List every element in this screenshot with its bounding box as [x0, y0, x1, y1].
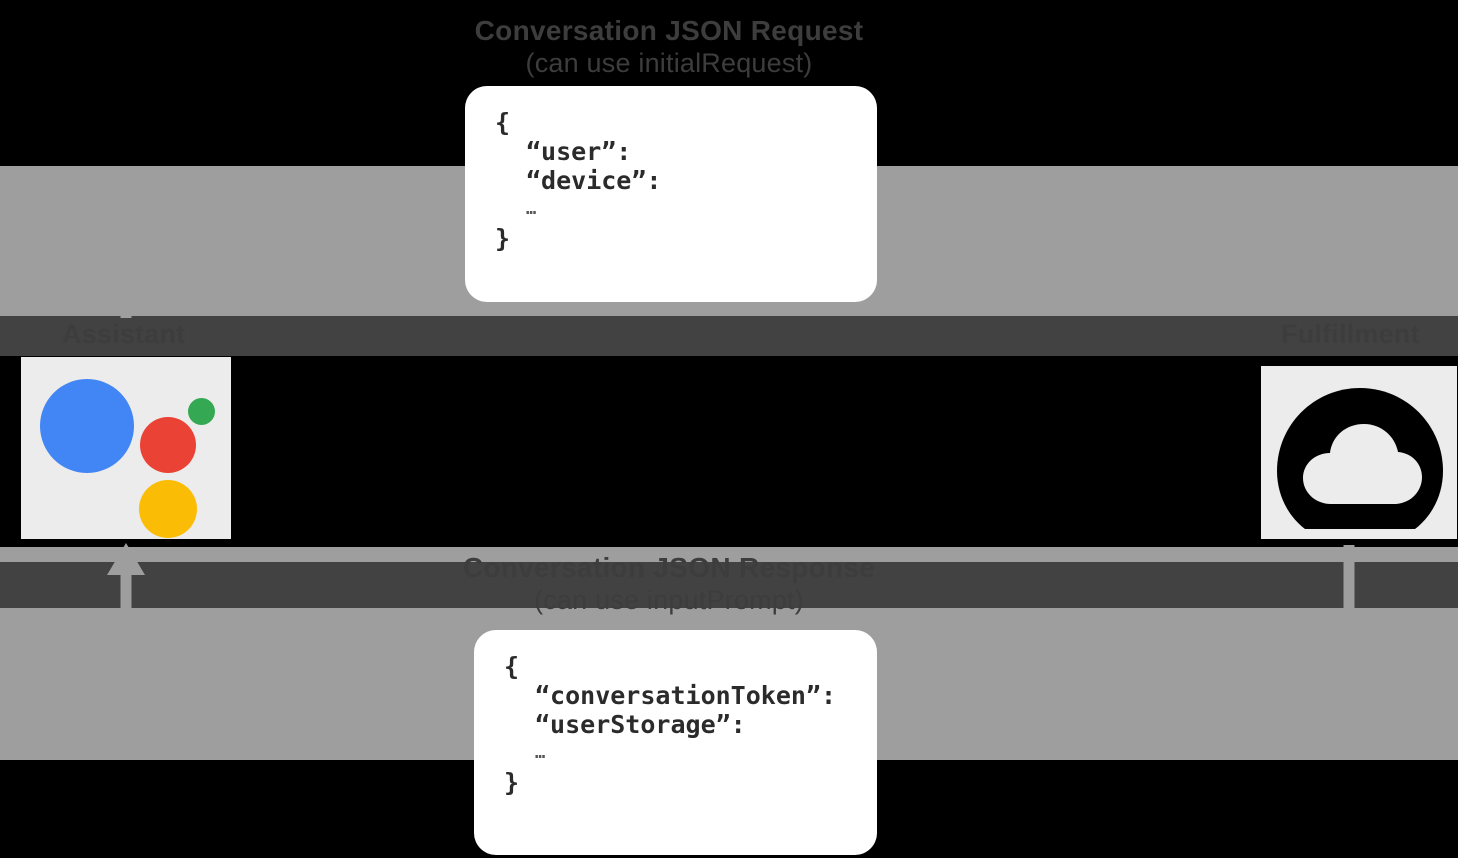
json-line: “userStorage”:: [535, 710, 746, 739]
fulfillment-endpoint-label: Fulfillment: [1281, 319, 1420, 349]
request-json-callout: { “user”: “device”: … }: [465, 86, 877, 302]
json-line: “conversationToken”:: [535, 681, 837, 710]
cloud-badge-icon: [1261, 366, 1457, 539]
json-line: }: [495, 224, 511, 253]
json-line: }: [504, 768, 520, 797]
assistant-red-dot: [140, 417, 196, 473]
response-json-callout: { “conversationToken”: “userStorage”: … …: [474, 630, 877, 855]
json-line: {: [495, 108, 511, 137]
request-label-secondary: (can use initialRequest): [525, 48, 813, 78]
json-line: …: [535, 743, 548, 763]
request-label-primary: Conversation JSON Request: [474, 15, 864, 46]
google-assistant-icon: [21, 357, 231, 539]
response-label-secondary: (can use inputPrompt): [534, 585, 804, 615]
json-line: {: [504, 652, 520, 681]
cloud-glyph: [1277, 388, 1443, 529]
assistant-endpoint-label: Assistant: [62, 319, 186, 349]
assistant-blue-dot: [40, 379, 134, 473]
request-flow-label: Conversation JSON Request (can use initi…: [429, 14, 909, 80]
json-line: “user”:: [526, 137, 632, 166]
assistant-yellow-dot: [139, 480, 197, 538]
assistant-green-dot: [188, 398, 215, 425]
response-label-primary: Conversation JSON Response: [462, 552, 876, 583]
json-line: …: [526, 199, 539, 219]
json-line: “device”:: [526, 166, 662, 195]
response-flow-label: Conversation JSON Response (can use inpu…: [429, 551, 909, 617]
endpoint-caption-band-top: [0, 316, 1458, 356]
